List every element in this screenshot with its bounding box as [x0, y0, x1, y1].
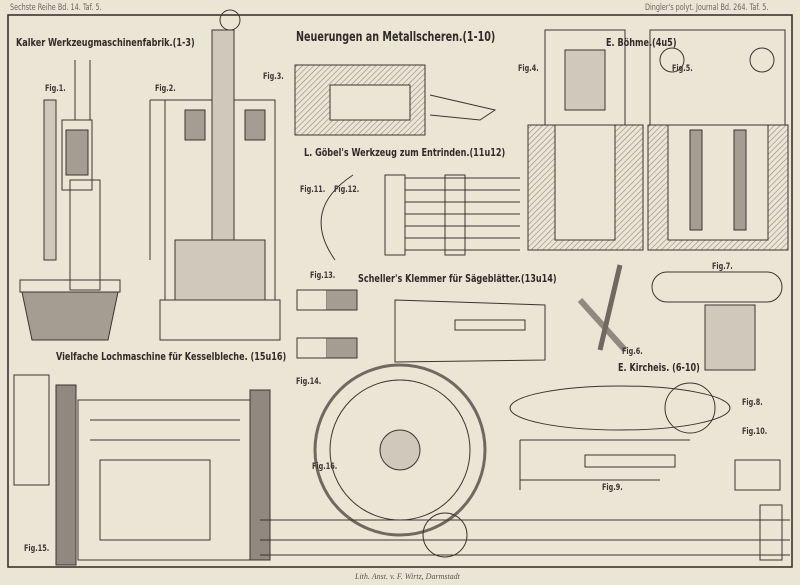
- title-goebel: L. Göbel's Werkzeug zum Entrinden.(11u12…: [304, 146, 506, 159]
- fig-6-label: Fig.6.: [622, 347, 643, 357]
- fig5-drawing: [647, 29, 789, 251]
- fig-7-label: Fig.7.: [712, 262, 733, 272]
- fig15-drawing: [13, 374, 271, 566]
- title-boehme: E. Böhme.(4u5): [606, 36, 677, 49]
- fig-1-label: Fig.1.: [45, 84, 66, 94]
- title-lochmaschine: Vielfache Lochmaschine für Kesselbleche.…: [56, 350, 287, 363]
- fig16-drawing: [260, 363, 790, 561]
- plate-series-label: Sechste Reihe Bd. 14. Taf. 5.: [10, 3, 102, 13]
- fig-2-label: Fig.2.: [155, 84, 176, 94]
- plate-frame: [7, 14, 793, 568]
- fig4-drawing: [527, 29, 644, 251]
- fig-9-label: Fig.9.: [602, 483, 623, 493]
- journal-label: Dingler's polyt. Journal Bd. 264. Taf. 5…: [645, 3, 769, 13]
- fig13-drawing: [296, 289, 358, 311]
- fig-15-label: Fig.15.: [24, 544, 50, 554]
- title-kircheis: E. Kircheis. (6-10): [618, 361, 700, 374]
- fig1-drawing: [19, 60, 121, 341]
- fig-16-label: Fig.16.: [312, 462, 338, 472]
- fig12-drawing: [384, 174, 520, 256]
- fig2-drawing: [149, 9, 281, 341]
- fig-3-label: Fig.3.: [263, 72, 284, 82]
- fig8-drawing: [509, 385, 731, 431]
- fig-10-label: Fig.10.: [742, 427, 768, 437]
- fig14-drawing: [296, 337, 358, 359]
- fig7-drawing: [651, 271, 783, 371]
- fig-13-label: Fig.13.: [310, 271, 336, 281]
- fig-14-label: Fig.14.: [296, 377, 322, 387]
- title-scheller: Scheller's Klemmer für Sägeblätter.(13u1…: [358, 272, 557, 285]
- fig9-drawing: [519, 439, 690, 490]
- fig-4-label: Fig.4.: [518, 64, 539, 74]
- fig-12-label: Fig.12.: [334, 185, 360, 195]
- fig6-drawing: [394, 264, 628, 363]
- fig-5-label: Fig.5.: [672, 64, 693, 74]
- title-kalker: Kalker Werkzeugmaschinenfabrik.(1-3): [16, 36, 195, 49]
- fig-8-label: Fig.8.: [742, 398, 763, 408]
- fig3-drawing: [294, 64, 497, 136]
- fig10-drawing: [734, 459, 781, 491]
- fig11-drawing: [320, 174, 354, 261]
- fig-11-label: Fig.11.: [300, 185, 326, 195]
- title-metallscheren: Neuerungen an Metallscheren.(1-10): [296, 30, 496, 45]
- lithographer-credit: Lith. Anst. v. F. Wirtz, Darmstadt: [355, 572, 460, 581]
